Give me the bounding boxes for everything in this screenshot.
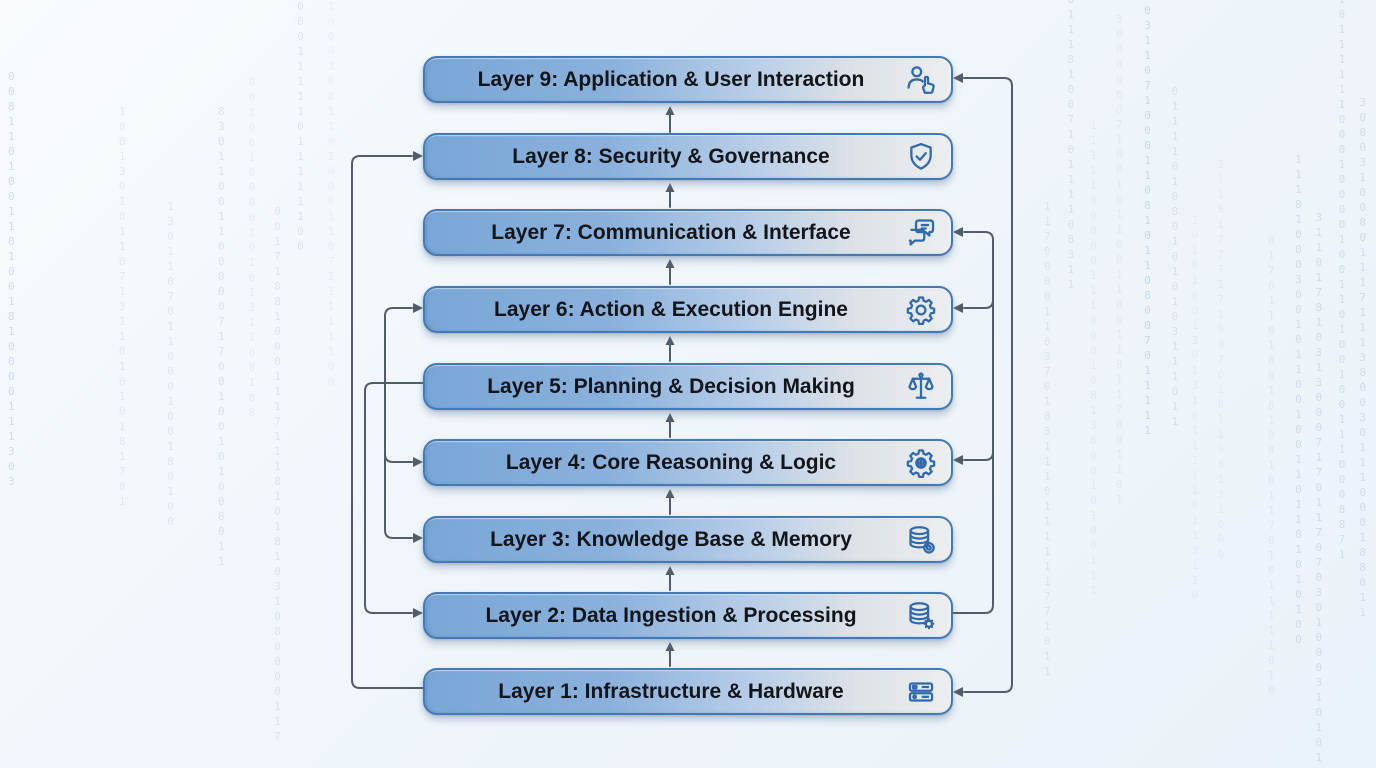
layer-1-label: Layer 1: Infrastructure & Hardware [498, 679, 844, 703]
layer-1-bar: Layer 1: Infrastructure & Hardware [423, 668, 953, 715]
layer-5-label: Layer 5: Planning & Decision Making [487, 374, 855, 398]
layer-2-bar: Layer 2: Data Ingestion & Processing [423, 592, 953, 639]
shield-check-icon [904, 140, 938, 174]
left-feedback-loops [351, 151, 424, 689]
layer-8-bar: Layer 8: Security & Governance [423, 133, 953, 180]
layer-3-label: Layer 3: Knowledge Base & Memory [490, 527, 852, 551]
right-feedback-loops [952, 73, 1013, 697]
database-gear-icon [904, 599, 938, 633]
layer-6-label: Layer 6: Action & Execution Engine [494, 297, 848, 321]
layer-2-label: Layer 2: Data Ingestion & Processing [485, 603, 857, 627]
server-icon [904, 675, 938, 709]
gear-icon [904, 293, 938, 327]
layer-7-bar: Layer 7: Communication & Interface [423, 209, 953, 256]
layer-4-label: Layer 4: Core Reasoning & Logic [505, 450, 837, 474]
chat-bubbles-icon [904, 216, 938, 250]
layer-9-label: Layer 9: Application & User Interaction [477, 67, 865, 91]
layer-9-bar: Layer 9: Application & User Interaction [423, 56, 953, 103]
layer-3-bar: Layer 3: Knowledge Base & Memory [423, 516, 953, 563]
brain-gear-icon [904, 446, 938, 480]
layer-5-bar: Layer 5: Planning & Decision Making [423, 363, 953, 410]
scale-icon [904, 370, 938, 404]
layer-6-bar: Layer 6: Action & Execution Engine [423, 286, 953, 333]
layer-4-bar: Layer 4: Core Reasoning & Logic [423, 439, 953, 486]
layer-7-label: Layer 7: Communication & Interface [491, 220, 851, 244]
database-search-icon [904, 523, 938, 557]
user-interaction-icon [904, 63, 938, 97]
layer-8-label: Layer 8: Security & Governance [512, 144, 830, 168]
